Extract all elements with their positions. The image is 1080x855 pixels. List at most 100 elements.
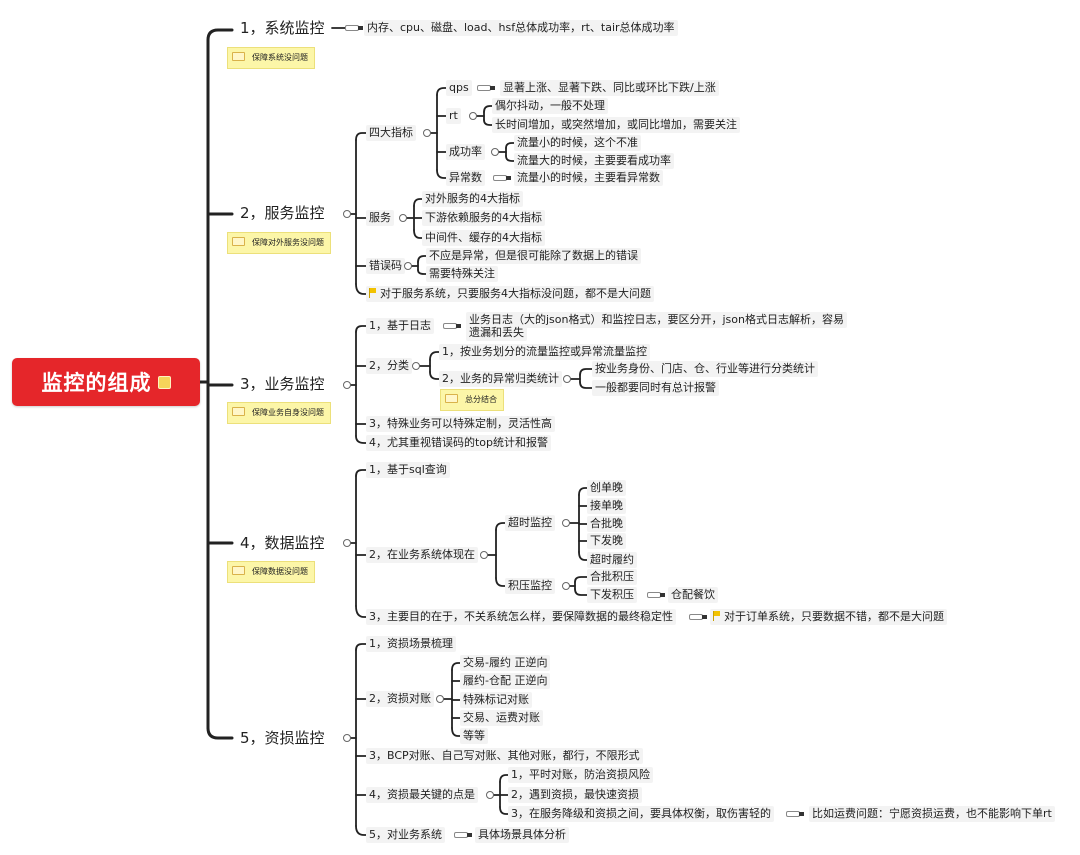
category-sub-2[interactable]: 2，业务的异常归类统计 [439,371,562,387]
branch-loss-monitor[interactable]: 5，资损监控 [240,729,325,747]
backlog-item-1[interactable]: 合批积压 [587,569,637,585]
metric-success-rate[interactable]: 成功率 [446,144,485,160]
note-service: 保障对外服务没问题 [227,232,331,254]
backlog-subitem[interactable]: 仓配餐饮 [668,587,718,603]
branch-system-monitor[interactable]: 1，系统监控 [240,19,325,37]
reconcile-item-3[interactable]: 特殊标记对账 [460,692,532,708]
service-four-metrics[interactable]: 四大指标 [366,125,416,141]
collapse-toggle[interactable] [562,582,570,590]
note-text: 保障对外服务没问题 [252,238,324,247]
collapse-toggle[interactable] [562,519,570,527]
data-item-2[interactable]: 2，在业务系统体现在 [366,547,478,563]
collapse-toggle[interactable] [563,375,571,383]
error-code-group[interactable]: 错误码 [366,258,405,274]
collapse-toggle[interactable] [469,112,477,120]
collapse-toggle[interactable] [343,210,351,218]
loss-item-4[interactable]: 4，资损最关键的点是 [366,787,478,803]
timeout-item-2[interactable]: 接单晚 [587,498,626,514]
collapse-toggle[interactable] [412,362,420,370]
timeout-item-4[interactable]: 下发晚 [587,533,626,549]
link-icon [454,832,472,838]
data-item-3[interactable]: 3，主要目的在于，不关系统怎么样，要保障数据的最终稳定性 [366,609,676,625]
business-log-detail-1[interactable]: 业务日志（大的json格式）和监控日志，要区分开，json格式日志解析，容易 [466,312,847,328]
reconcile-item-5[interactable]: 等等 [460,728,488,744]
collapse-toggle[interactable] [404,262,412,270]
note-icon [232,52,245,61]
flag-note-text: 对于服务系统，只要服务4大指标没问题，都不是大问题 [380,287,651,300]
collapse-toggle[interactable] [343,734,351,742]
branch-data-monitor[interactable]: 4，数据监控 [240,534,325,552]
reconcile-item-1[interactable]: 交易-履约 正逆向 [460,655,551,671]
metric-qps-detail[interactable]: 显著上涨、显著下跌、同比或环比下跌/上涨 [500,80,719,96]
backlog-item-2[interactable]: 下发积压 [587,587,637,603]
data-item-3-flag[interactable]: 对于订单系统，只要数据不错，都不是大问题 [710,609,947,625]
reconcile-item-4[interactable]: 交易、运费对账 [460,710,543,726]
data-item-1[interactable]: 1，基于sql查询 [366,462,450,478]
note-icon [445,394,458,403]
loss-item-5-child[interactable]: 具体场景具体分析 [475,827,569,843]
collapse-toggle[interactable] [486,791,494,799]
loss-item-2[interactable]: 2，资损对账 [366,691,434,707]
key-point-3-child[interactable]: 比如运费问题：宁愿资损运费，也不能影响下单rt [809,806,1055,822]
loss-item-1[interactable]: 1，资损场景梳理 [366,636,456,652]
collapse-toggle[interactable] [343,381,351,389]
collapse-toggle[interactable] [343,539,351,547]
metric-rt-detail-2[interactable]: 长时间增加，或突然增加，或同比增加，需要关注 [492,117,740,133]
note-data: 保障数据没问题 [227,561,315,583]
collapse-toggle[interactable] [436,695,444,703]
root-node[interactable]: 监控的组成 [12,358,200,406]
root-label: 监控的组成 [41,371,152,395]
business-item-4[interactable]: 4，尤其重视错误码的top统计和报警 [366,435,552,451]
service-item-2[interactable]: 下游依赖服务的4大指标 [422,210,545,226]
metric-rt[interactable]: rt [446,108,461,124]
reconcile-item-2[interactable]: 履约-仓配 正逆向 [460,673,551,689]
loss-item-3[interactable]: 3，BCP对账、自己写对账、其他对账，都行，不限形式 [366,748,643,764]
business-log-item[interactable]: 1，基于日志 [366,318,434,334]
business-item-3[interactable]: 3，特殊业务可以特殊定制，灵活性高 [366,416,555,432]
metric-exceptions[interactable]: 异常数 [446,170,485,186]
service-flag-note[interactable]: 对于服务系统，只要服务4大指标没问题，都不是大问题 [366,286,654,302]
timeout-item-5[interactable]: 超时履约 [587,552,637,568]
key-point-3[interactable]: 3，在服务降级和资损之间，要具体权衡，取伤害轻的 [508,806,774,822]
branch-business-monitor[interactable]: 3，业务监控 [240,375,325,393]
loss-item-5[interactable]: 5，对业务系统 [366,827,445,843]
success-rate-detail-2[interactable]: 流量大的时候，主要要看成功率 [514,153,674,169]
success-rate-detail-1[interactable]: 流量小的时候，这个不准 [514,135,641,151]
service-item-3[interactable]: 中间件、缓存的4大指标 [422,230,545,246]
timeout-monitor[interactable]: 超时监控 [505,515,555,531]
timeout-item-1[interactable]: 创单晚 [587,480,626,496]
key-point-2[interactable]: 2，遇到资损，最快速资损 [508,787,642,803]
business-category-item[interactable]: 2，分类 [366,358,412,374]
service-item-1[interactable]: 对外服务的4大指标 [422,191,523,207]
business-log-detail-2[interactable]: 遗漏和丢失 [466,325,527,341]
note-icon [232,237,245,246]
category-sub-2-child-2[interactable]: 一般都要同时有总计报警 [592,380,719,396]
backlog-monitor[interactable]: 积压监控 [505,578,555,594]
branch-service-monitor[interactable]: 2，服务监控 [240,204,325,222]
link-icon [477,85,495,91]
category-sub-2-child-1[interactable]: 按业务身份、门店、仓、行业等进行分类统计 [592,361,818,377]
error-code-item-2[interactable]: 需要特殊关注 [426,266,498,282]
timeout-item-3[interactable]: 合批晚 [587,516,626,532]
exceptions-detail[interactable]: 流量小的时候，主要看异常数 [514,170,663,186]
system-detail[interactable]: 内存、cpu、磁盘、load、hsf总体成功率，rt、tair总体成功率 [364,20,678,36]
note-icon [157,375,171,389]
note-text: 保障业务自身没问题 [252,408,324,417]
key-point-1[interactable]: 1，平时对账，防治资损风险 [508,767,653,783]
category-sub-1[interactable]: 1，按业务划分的流量监控或异常流量监控 [439,344,650,360]
collapse-toggle[interactable] [423,129,431,137]
collapse-toggle[interactable] [491,148,499,156]
link-icon [345,25,363,31]
link-icon [786,811,804,817]
collapse-toggle[interactable] [480,551,488,559]
error-code-item-1[interactable]: 不应是异常，但是很可能除了数据上的错误 [426,248,641,264]
note-category: 总分结合 [440,389,504,411]
metric-rt-detail-1[interactable]: 偶尔抖动，一般不处理 [492,98,608,114]
note-business: 保障业务自身没问题 [227,402,331,424]
service-group[interactable]: 服务 [366,210,394,226]
collapse-toggle[interactable] [399,214,407,222]
flag-note-text: 对于订单系统，只要数据不错，都不是大问题 [724,610,944,623]
metric-qps[interactable]: qps [446,80,472,96]
link-icon [647,592,665,598]
